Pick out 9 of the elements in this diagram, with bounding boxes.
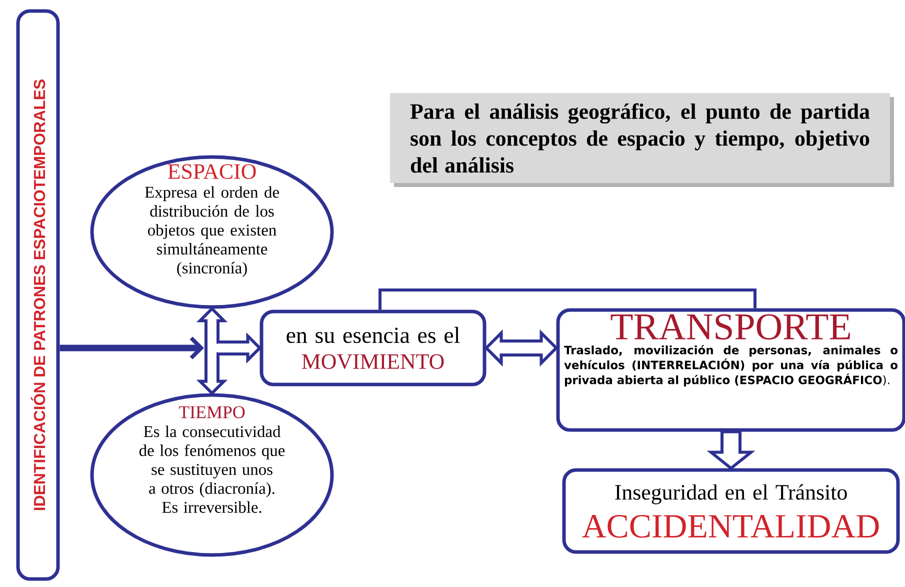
vertical-banner: IDENTIFICACIÓN DE PATRONES ESPACIOTEMPORALES — [16, 9, 60, 581]
note-box: Para el análisis geográfico, el punto de partida son los conceptos de espacio y tiempo, objetivo del análisis — [390, 93, 894, 187]
concept-box: en su esencia es el MOVIMIENTO — [260, 310, 486, 386]
concept-box: TRANSPORTE Traslado, movilización de personas, animales o vehículos (INTERRELACIÓN) por una vía pública o privada abierta al público (ESPACIO GEOGRÁFICO). — [556, 308, 905, 432]
bracket-connector — [378, 288, 756, 310]
result-box: Inseguridad en el Tránsito ACCIDENTALIDAD — [562, 468, 900, 554]
hollow-arrow — [216, 332, 262, 364]
hollow-arrow — [706, 430, 756, 470]
arrow — [60, 336, 204, 360]
